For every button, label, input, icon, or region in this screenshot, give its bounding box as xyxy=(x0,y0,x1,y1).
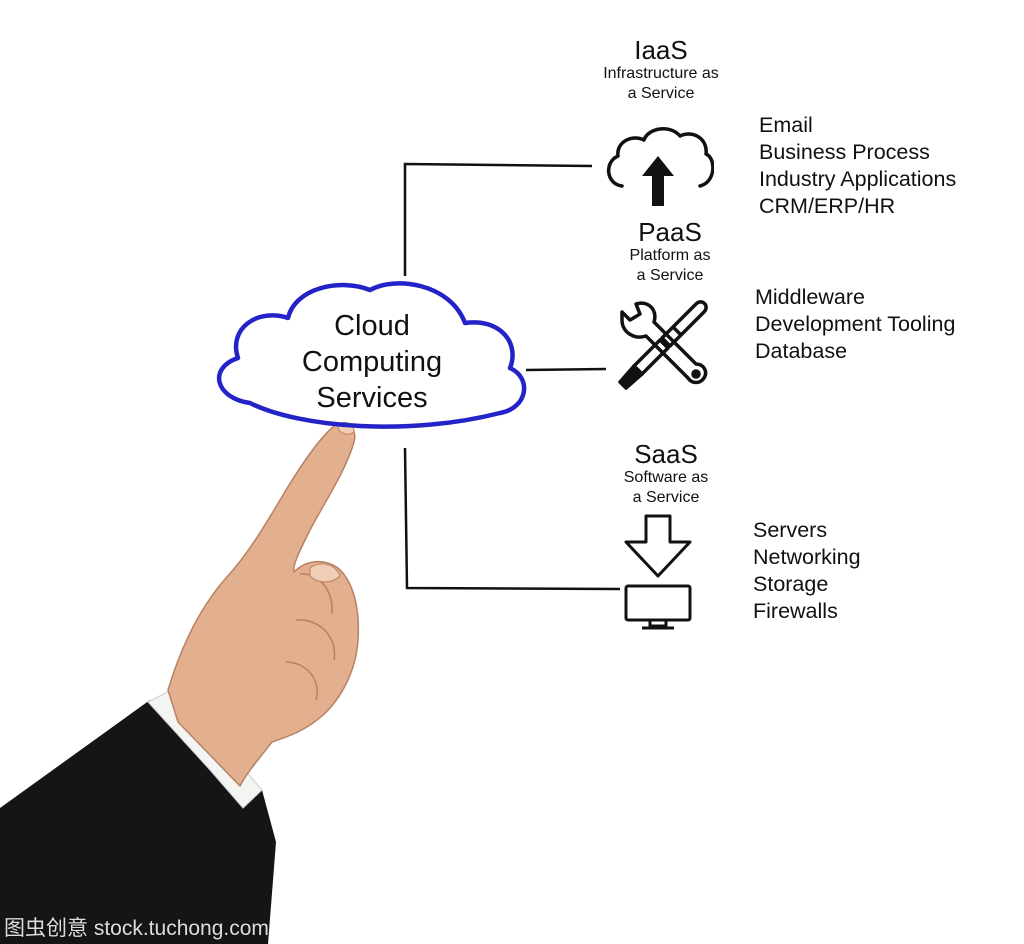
watermark: 图虫创意 stock.tuchong.com xyxy=(4,912,269,942)
service-heading-paas: PaaS Platform as a Service xyxy=(590,218,750,286)
service-subtitle-line-1: Platform as xyxy=(590,246,750,266)
service-name: IaaS xyxy=(581,36,741,64)
list-item: Storage xyxy=(753,571,861,598)
service-subtitle-line-2: a Service xyxy=(590,266,750,286)
cloud-title-line-2: Computing xyxy=(272,344,472,380)
service-name: PaaS xyxy=(590,218,750,246)
list-item: Industry Applications xyxy=(759,166,956,193)
download-to-monitor-icon xyxy=(620,514,696,632)
list-item: Networking xyxy=(753,544,861,571)
list-item: Servers xyxy=(753,517,861,544)
list-item: Email xyxy=(759,112,956,139)
list-item: Business Process xyxy=(759,139,956,166)
list-item: Development Tooling xyxy=(755,311,955,338)
service-subtitle-line-1: Infrastructure as xyxy=(581,64,741,84)
cloud-title: Cloud Computing Services xyxy=(272,308,472,416)
service-name: SaaS xyxy=(586,440,746,468)
cloud-title-line-3: Services xyxy=(272,380,472,416)
service-heading-iaas: IaaS Infrastructure as a Service xyxy=(581,36,741,104)
service-subtitle-line-2: a Service xyxy=(581,84,741,104)
list-item: Middleware xyxy=(755,284,955,311)
service-items-paas: Middleware Development Tooling Database xyxy=(755,284,955,365)
list-item: CRM/ERP/HR xyxy=(759,193,956,220)
service-items-saas: Servers Networking Storage Firewalls xyxy=(753,517,861,625)
service-subtitle-line-1: Software as xyxy=(586,468,746,488)
service-subtitle-line-2: a Service xyxy=(586,488,746,508)
service-items-iaas: Email Business Process Industry Applicat… xyxy=(759,112,956,220)
list-item: Firewalls xyxy=(753,598,861,625)
list-item: Database xyxy=(755,338,955,365)
service-heading-saas: SaaS Software as a Service xyxy=(586,440,746,508)
cloud-upload-icon xyxy=(604,126,714,208)
hand xyxy=(168,423,358,786)
wrench-screwdriver-icon xyxy=(612,298,712,392)
cloud-title-line-1: Cloud xyxy=(272,308,472,344)
